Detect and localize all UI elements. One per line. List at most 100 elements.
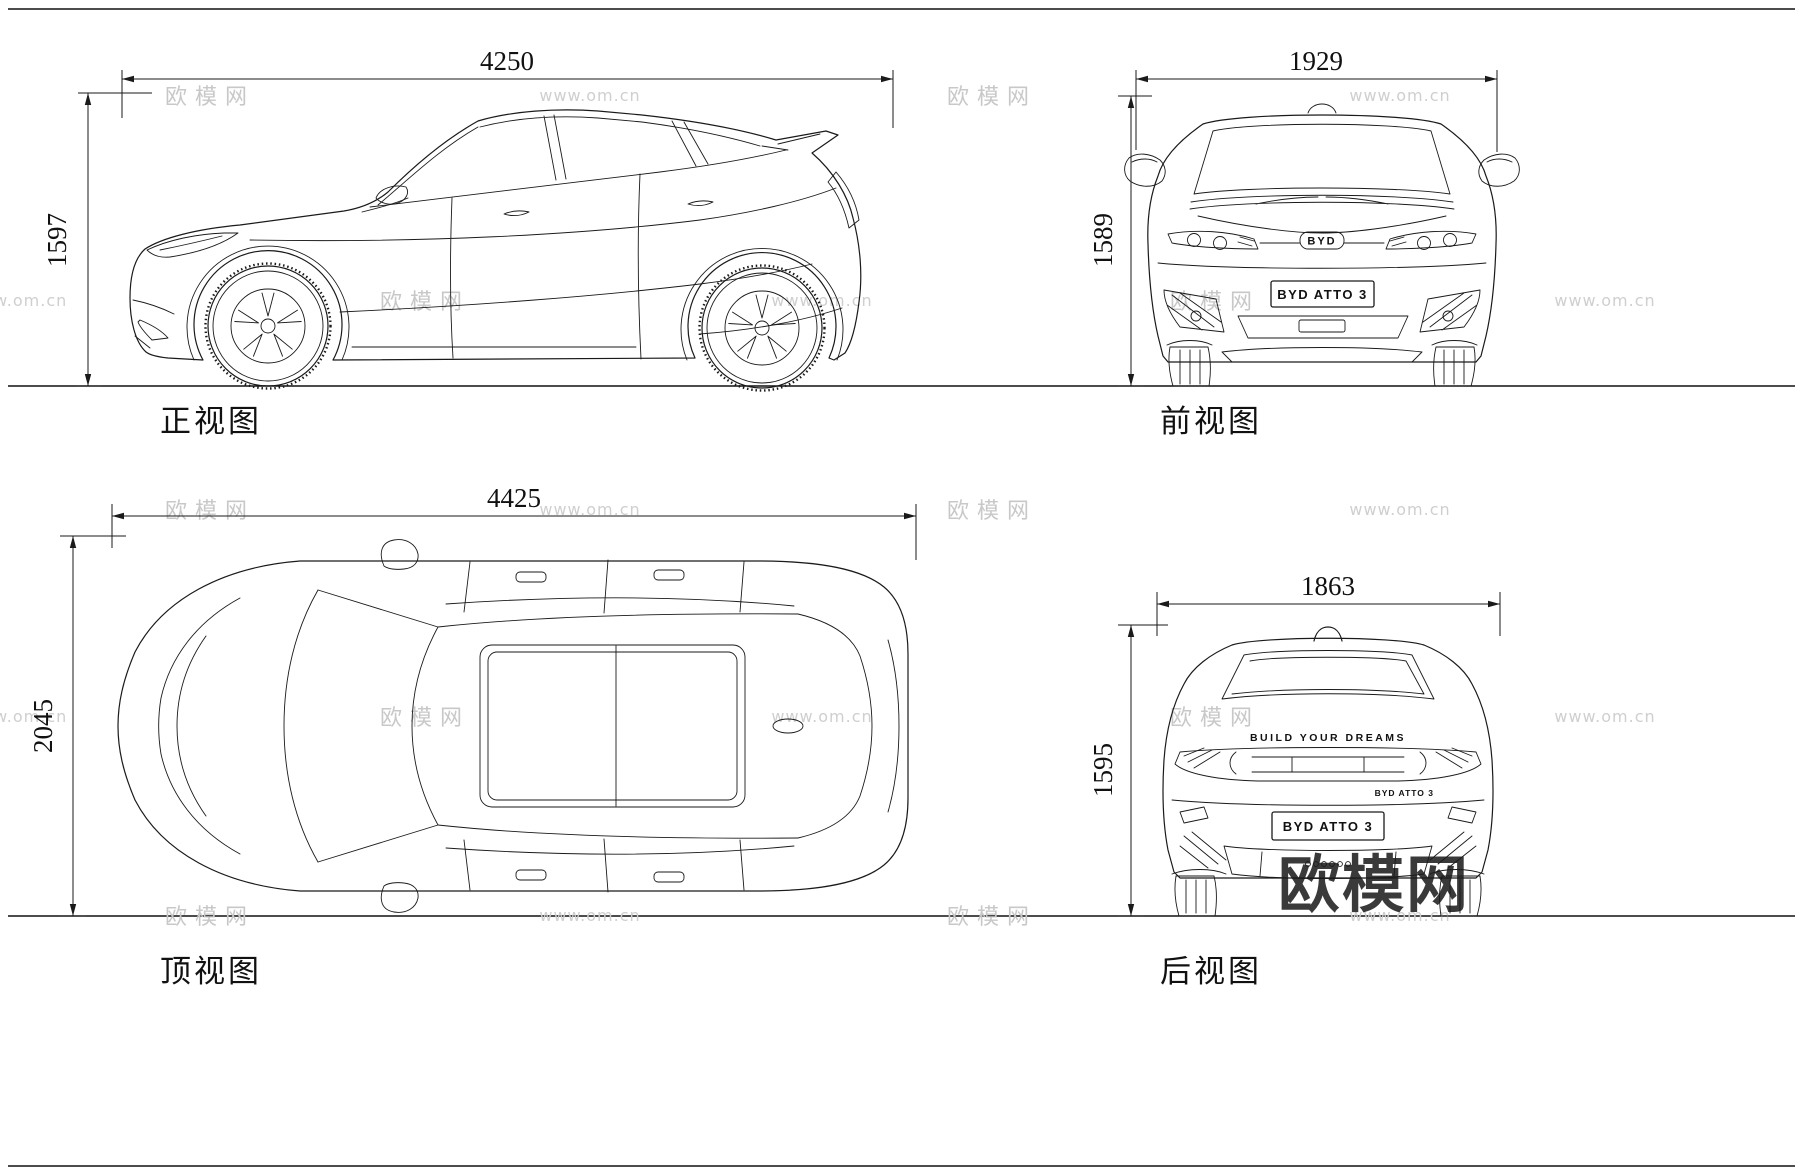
dimension-value: 2045 bbox=[28, 699, 58, 753]
watermark-brand: 欧模网 bbox=[165, 499, 255, 524]
dimension-top-length: 4425 bbox=[111, 483, 917, 560]
side-body-details bbox=[132, 133, 843, 360]
side-view-drawing bbox=[129, 109, 862, 391]
watermark-url: www.om.cn bbox=[0, 291, 67, 310]
extension-lines bbox=[76, 92, 152, 387]
extension-lines bbox=[1118, 95, 1152, 387]
headlight bbox=[1167, 230, 1259, 250]
view-label-top: 顶视图 bbox=[160, 954, 262, 989]
roof-edge-and-seams bbox=[317, 539, 799, 628]
sensor-dot bbox=[1313, 861, 1319, 867]
front-glass-and-hood bbox=[1157, 103, 1487, 269]
taillight-bar bbox=[1174, 747, 1482, 782]
top-upper-details bbox=[317, 539, 799, 628]
rear-left-cluster bbox=[1171, 747, 1237, 917]
rear-bumper bbox=[1171, 799, 1485, 879]
watermark-url: www.om.cn bbox=[539, 86, 640, 105]
dimension-value: 1863 bbox=[1301, 571, 1355, 601]
dimension-side-length: 4250 bbox=[121, 46, 894, 128]
side-lamps-and-mirror bbox=[137, 171, 860, 341]
watermark-url: www.om.cn bbox=[1349, 906, 1450, 925]
rear-window bbox=[1221, 650, 1435, 700]
watermark-brand: 欧模网 bbox=[1170, 706, 1260, 731]
watermark-brand: 欧模网 bbox=[947, 905, 1037, 930]
dimension-side-height: 1597 bbox=[42, 92, 152, 387]
headlight-projector bbox=[1187, 233, 1201, 247]
watermark-url: www.om.cn bbox=[771, 707, 872, 726]
front-plate-text: BYD ATTO 3 bbox=[1277, 287, 1368, 302]
sunroof-glass bbox=[487, 651, 738, 801]
headlight-projector bbox=[1213, 236, 1227, 250]
door-handle bbox=[515, 571, 547, 583]
front-wheel bbox=[206, 264, 331, 389]
door-handle bbox=[653, 569, 685, 581]
top-view-drawing bbox=[117, 539, 909, 913]
extension-lines bbox=[111, 504, 917, 560]
watermark-url: www.om.cn bbox=[0, 707, 67, 726]
rear-wheel bbox=[700, 266, 825, 391]
parking-sensor-dots bbox=[1305, 861, 1351, 867]
dimension-rear-width: 1863 bbox=[1156, 571, 1501, 636]
watermark-url: www.om.cn bbox=[1554, 707, 1655, 726]
sensor-dot bbox=[1337, 861, 1343, 867]
dimension-top-width: 2045 bbox=[28, 535, 126, 917]
top-lower-details bbox=[317, 824, 799, 913]
watermark-brand: 欧模网 bbox=[165, 905, 255, 930]
dimension-front-height: 1589 bbox=[1088, 95, 1152, 387]
extension-lines bbox=[1156, 592, 1501, 636]
front-body-outline bbox=[1147, 114, 1497, 363]
frame-lines bbox=[8, 8, 1795, 1167]
watermark-url: www.om.cn bbox=[539, 906, 640, 925]
dimension-value: 4425 bbox=[487, 483, 541, 513]
side-fender-flares bbox=[186, 245, 844, 361]
watermark-url: www.om.cn bbox=[1554, 291, 1655, 310]
antenna-fin bbox=[772, 718, 804, 734]
front-license-plate bbox=[1270, 280, 1375, 308]
rear-plate-text: BYD ATTO 3 bbox=[1283, 819, 1374, 834]
rear-left-details bbox=[1171, 747, 1237, 917]
watermark-url: www.om.cn bbox=[1349, 86, 1450, 105]
dimension-rear-height: 1595 bbox=[1088, 624, 1168, 917]
sensor-dot bbox=[1321, 861, 1327, 867]
watermark-brand: 欧模网 bbox=[380, 290, 470, 315]
front-bumper-slot bbox=[1298, 319, 1346, 333]
watermark-brand: 欧模网 bbox=[947, 499, 1037, 524]
rear-view-drawing: BUILD YOUR DREAMS BYD ATTO 3 BYD ATTO 3 bbox=[1162, 626, 1494, 917]
sensor-dot bbox=[1345, 861, 1351, 867]
watermark-brand: 欧模网 bbox=[380, 706, 470, 731]
dimension-value: 4250 bbox=[480, 46, 534, 76]
sensor-dot bbox=[1329, 861, 1335, 867]
byd-badge bbox=[1299, 231, 1345, 250]
watermark-brand: 欧模网 bbox=[1170, 290, 1260, 315]
view-label-side: 正视图 bbox=[160, 404, 262, 439]
front-lower-fascia bbox=[1221, 315, 1423, 363]
dimension-value: 1929 bbox=[1289, 46, 1343, 76]
front-view-drawing: BYD BYD ATTO 3 bbox=[1124, 103, 1520, 387]
extension-lines bbox=[60, 535, 126, 917]
side-glasshouse bbox=[369, 114, 789, 208]
dimension-value: 1589 bbox=[1088, 213, 1118, 267]
side-body-outline bbox=[129, 109, 862, 361]
fog-light bbox=[1190, 310, 1202, 322]
side-intake-vent bbox=[1163, 289, 1225, 333]
large-watermark: 欧模网 bbox=[1278, 848, 1470, 921]
view-label-rear: 后视图 bbox=[1160, 954, 1262, 989]
dimension-front-width: 1929 bbox=[1135, 46, 1498, 152]
sunroof-opening bbox=[479, 644, 746, 808]
watermark-brand: 欧模网 bbox=[947, 85, 1037, 110]
watermark-url: www.om.cn bbox=[1349, 500, 1450, 519]
rear-license-plate bbox=[1271, 811, 1385, 841]
sensor-dot bbox=[1305, 861, 1311, 867]
extension-lines bbox=[1118, 624, 1168, 917]
extension-lines bbox=[1135, 70, 1498, 152]
watermarks: 欧模网 www.om.cn 欧模网 www.om.cn www.om.cn 欧模… bbox=[0, 85, 1655, 930]
top-surface-lines bbox=[158, 589, 900, 863]
top-body-outline bbox=[117, 560, 909, 892]
byd-badge-text: BYD bbox=[1307, 236, 1336, 248]
view-label-front: 前视图 bbox=[1160, 404, 1262, 439]
watermark-brand: 欧模网 bbox=[165, 85, 255, 110]
front-wheel bbox=[1166, 340, 1213, 387]
model-badge-text: BYD ATTO 3 bbox=[1375, 788, 1434, 798]
